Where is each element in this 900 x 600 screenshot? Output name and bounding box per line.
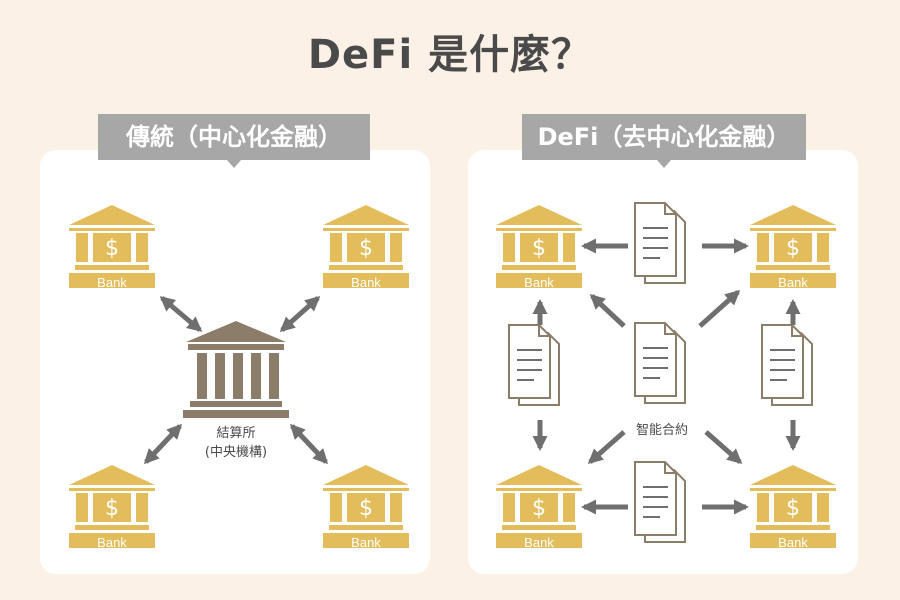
bank-bottom-left: Bank — [69, 465, 155, 550]
arrow-clearing-bottom-right — [289, 423, 329, 465]
smart-contract-top-icon — [634, 202, 686, 284]
bank-label: Bank — [778, 275, 808, 290]
clearing-house-sublabel: (中央機構) — [205, 445, 267, 460]
arrow-center-to-top-left — [589, 293, 626, 328]
bank-label: Bank — [351, 275, 381, 290]
arrow-clearing-top-left — [159, 296, 203, 332]
arrow-center-to-bottom-left — [587, 430, 626, 464]
bank-label: Bank — [778, 535, 808, 550]
bank-label: Bank — [97, 535, 127, 550]
smart-contract-right-icon — [761, 324, 813, 406]
bank-label: Bank — [97, 275, 127, 290]
defi-heading: DeFi（去中心化金融） — [522, 114, 806, 160]
bank-top-left: Bank — [69, 205, 155, 290]
bank-bottom-right: Bank — [323, 465, 409, 550]
classical-building-icon — [183, 321, 289, 418]
defi-arrows — [532, 238, 801, 515]
smart-contract-bottom-icon — [634, 461, 686, 543]
defi-bank-bottom-right: Bank — [750, 465, 836, 550]
traditional-heading-pointer — [227, 160, 241, 168]
bank-label: Bank — [351, 535, 381, 550]
arrow-center-to-top-right — [698, 289, 741, 328]
bank-label: Bank — [524, 275, 554, 290]
clearing-house-label: 結算所 — [216, 426, 255, 441]
traditional-finance-heading: 傳統（中心化金融） — [98, 114, 370, 160]
arrow-clearing-top-right — [279, 296, 321, 332]
arrow-center-to-bottom-right — [704, 430, 743, 464]
defi-bank-top-left: Bank — [496, 205, 582, 290]
defi-bank-top-right: Bank — [750, 205, 836, 290]
smart-contract-center-icon — [634, 322, 686, 404]
page-title: DeFi 是什麼？ — [307, 32, 593, 78]
smart-contract-label: 智能合約 — [636, 423, 688, 438]
clearing-house: 結算所 (中央機構) — [183, 321, 289, 460]
arrow-clearing-bottom-left — [143, 423, 183, 465]
traditional-arrows — [143, 296, 329, 465]
bank-top-right: Bank — [323, 205, 409, 290]
defi-bank-bottom-left: Bank — [496, 465, 582, 550]
defi-heading-pointer — [657, 160, 671, 168]
bank-label: Bank — [524, 535, 554, 550]
smart-contract-left-icon — [508, 324, 560, 406]
